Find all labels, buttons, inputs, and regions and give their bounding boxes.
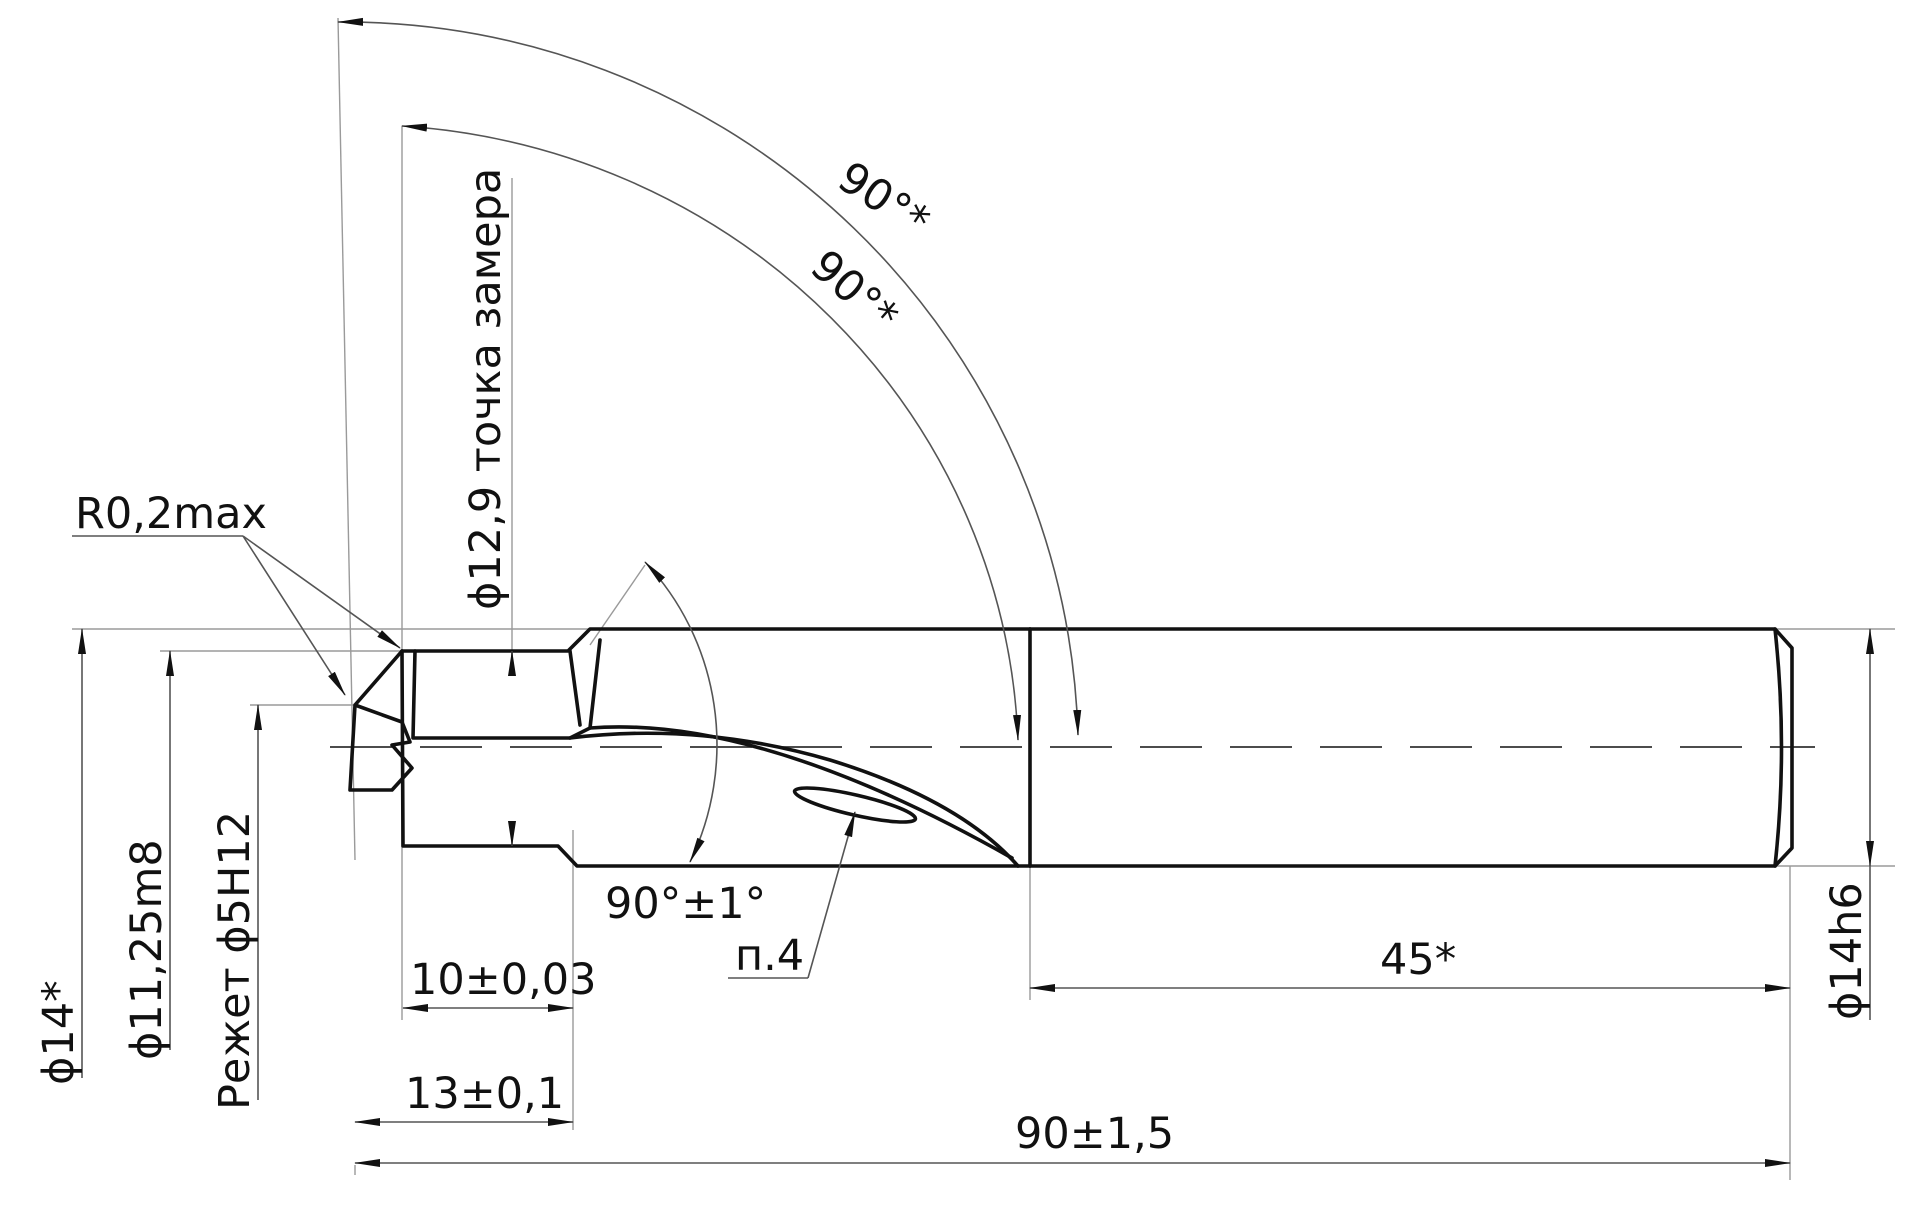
extension-lines: [72, 17, 1895, 1180]
len-total-label: 90±1,5: [1015, 1109, 1174, 1159]
dia-cutting-label: Режет ϕ5H12: [210, 811, 260, 1110]
len-step-label: 13±0,1: [405, 1069, 564, 1119]
len-tip-label: 10±0,03: [410, 955, 597, 1005]
angle-dimensions: [337, 17, 1082, 863]
dia-max-label: ϕ14*: [34, 980, 84, 1085]
angle-outer-label: 90°*: [829, 152, 938, 247]
corner-radius-label: R0,2max: [75, 489, 267, 539]
tip-angle-label: 90°±1°: [605, 879, 766, 929]
dia-shank-label: ϕ14h6: [1822, 882, 1872, 1020]
dia-body-label: ϕ11,25m8: [122, 839, 172, 1060]
measure-point-label: ϕ12,9 точка замера: [461, 168, 511, 610]
leader-lines: [72, 535, 856, 979]
len-shank-label: 45*: [1380, 935, 1456, 985]
angle-inner-label: 90°*: [801, 241, 908, 343]
note-ref-label: п.4: [735, 931, 804, 981]
dimension-lines: [78, 628, 1874, 1167]
